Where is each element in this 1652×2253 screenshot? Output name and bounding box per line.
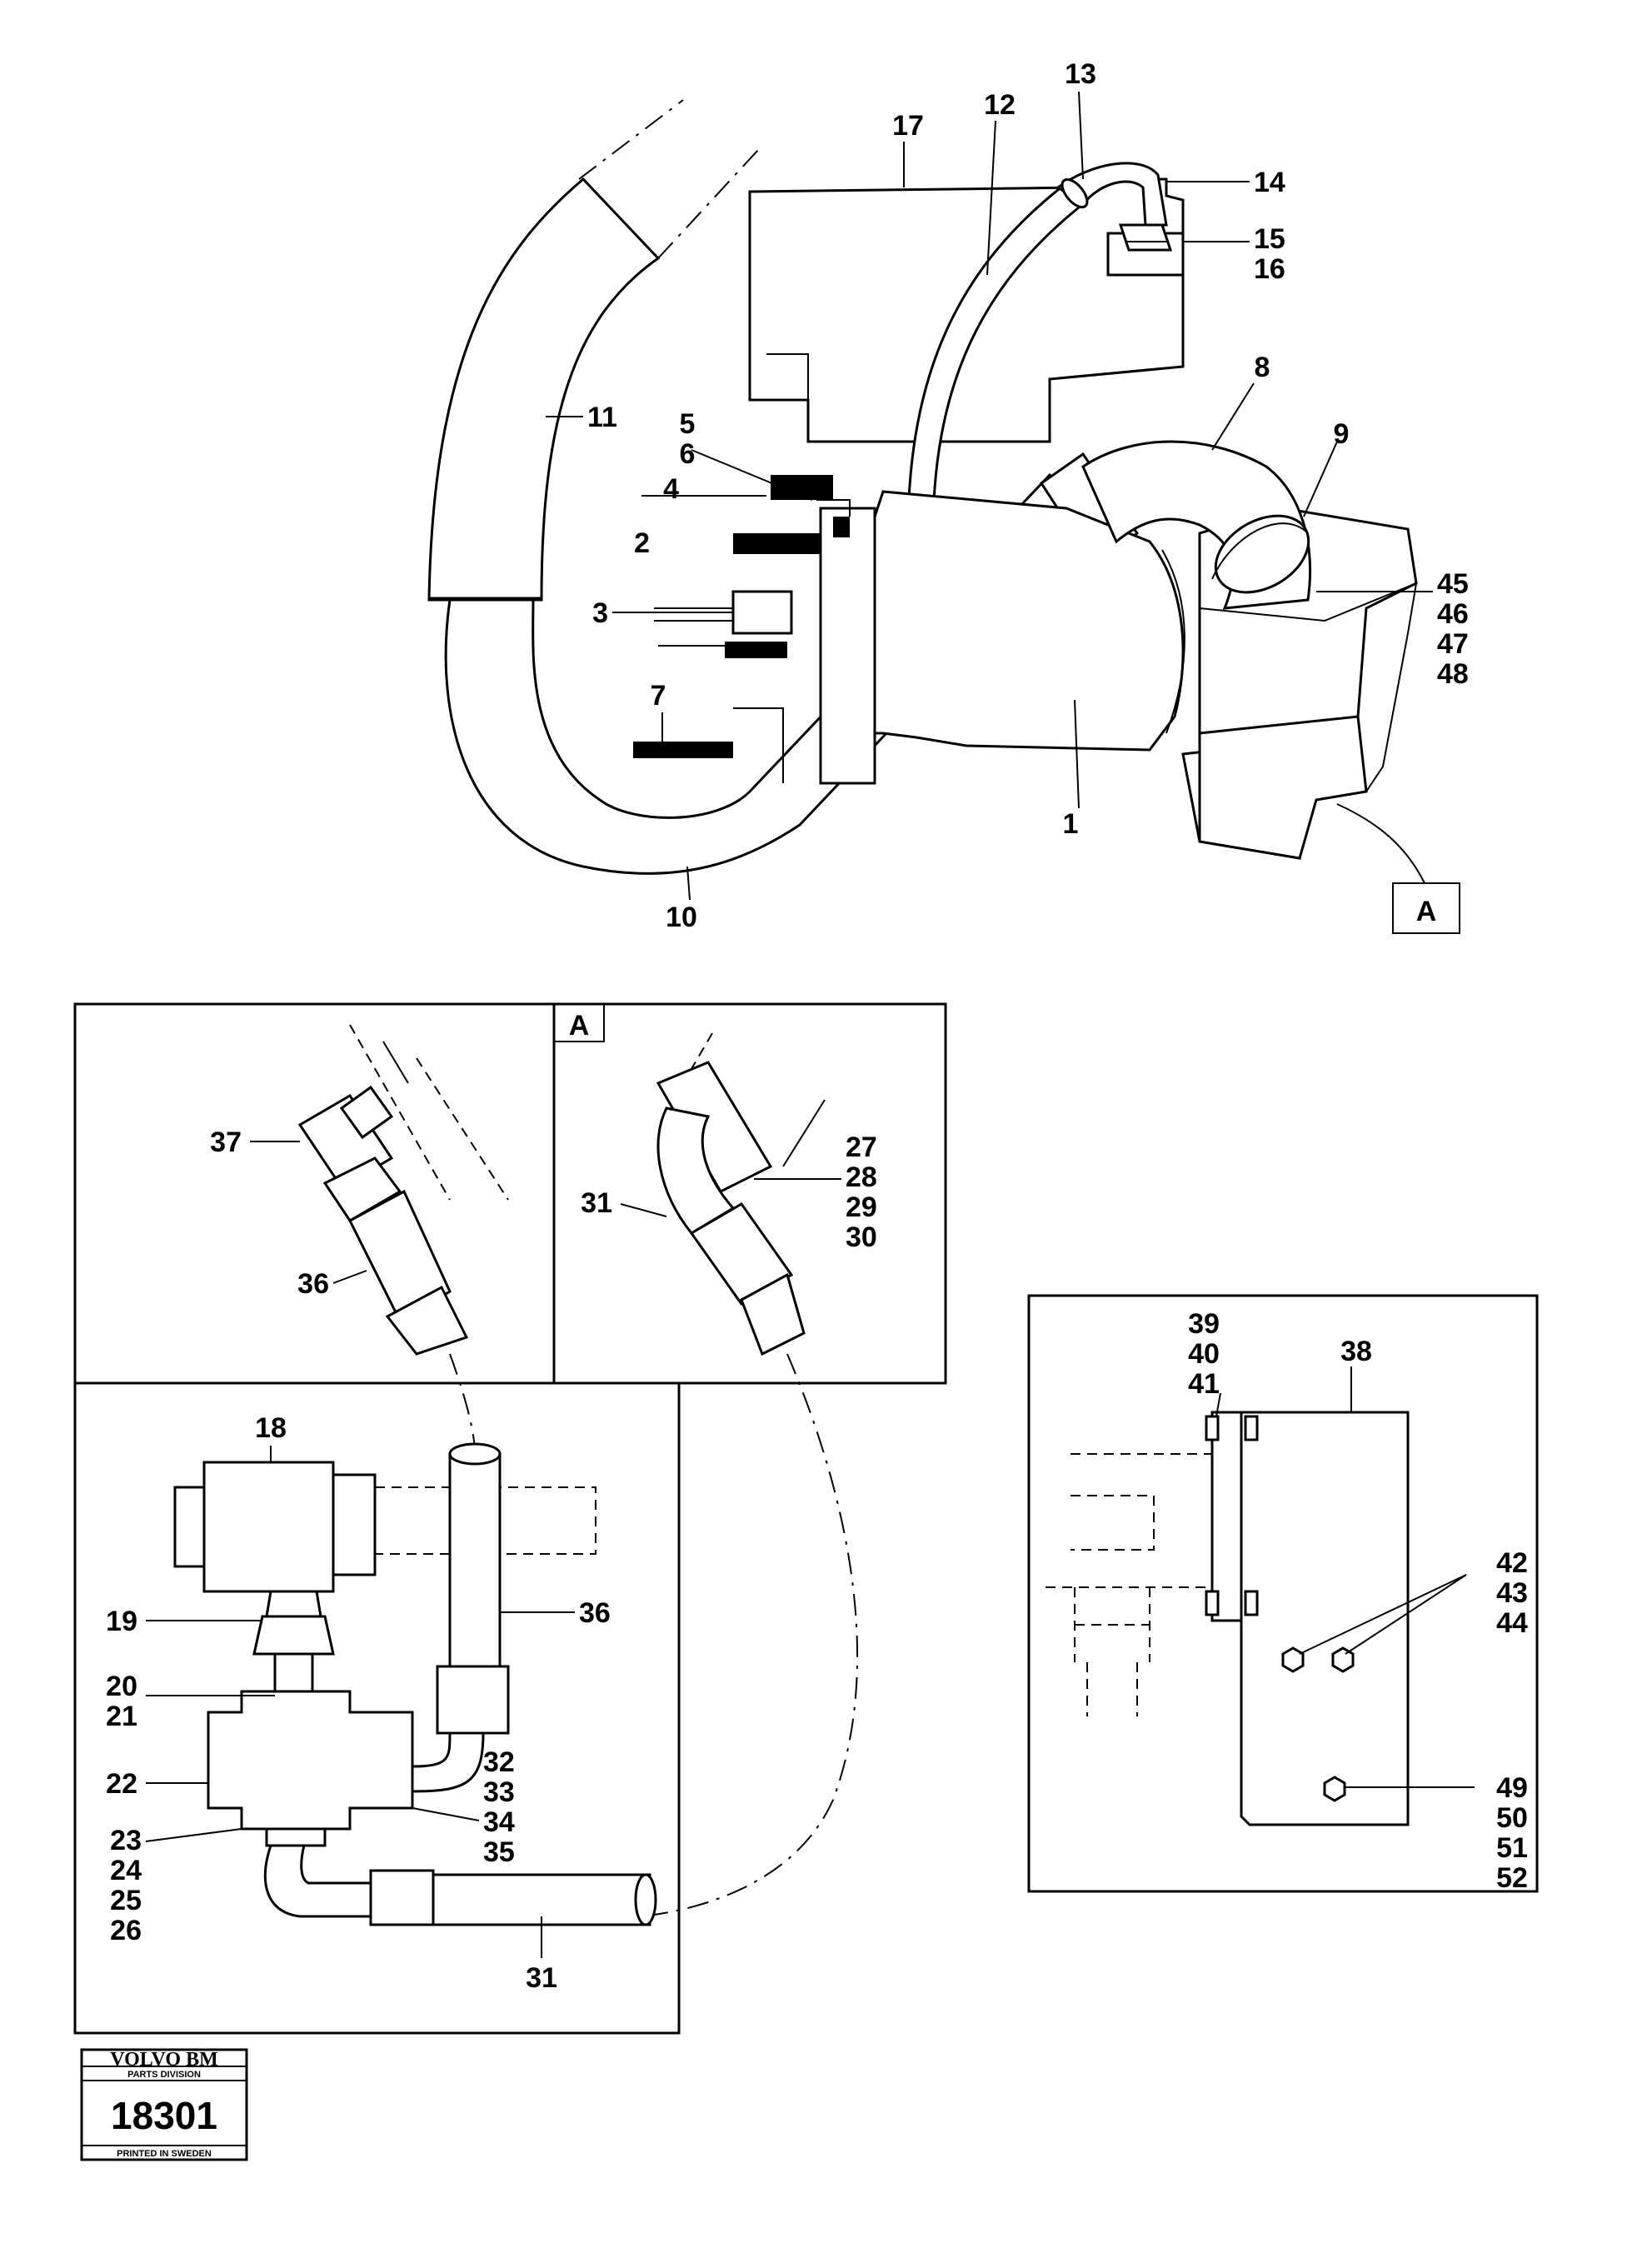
callout-19: 19 (106, 1606, 137, 1637)
callout-6: 6 (680, 438, 696, 470)
stamp-division: PARTS DIVISION (127, 2070, 201, 2080)
callout-36a: 36 (297, 1268, 329, 1300)
callout-13: 13 (1065, 58, 1096, 90)
callout-32: 32 (483, 1746, 515, 1778)
callout-48: 48 (1437, 658, 1469, 690)
callout-46: 46 (1437, 598, 1469, 630)
callout-33: 33 (483, 1776, 515, 1808)
callout-44: 44 (1496, 1607, 1528, 1639)
callout-10: 10 (666, 902, 697, 933)
callout-2: 2 (634, 527, 650, 559)
callout-25: 25 (110, 1885, 142, 1916)
callout-28: 28 (846, 1161, 877, 1193)
callout-49: 49 (1496, 1772, 1528, 1804)
callout-18: 18 (255, 1412, 287, 1444)
callout-43: 43 (1496, 1577, 1528, 1609)
callout-3: 3 (592, 597, 608, 629)
callout-16: 16 (1254, 253, 1285, 285)
callout-7: 7 (651, 680, 666, 712)
callout-17: 17 (892, 110, 924, 142)
callout-14: 14 (1254, 167, 1285, 198)
callout-23: 23 (110, 1825, 142, 1856)
callout-34: 34 (483, 1806, 515, 1838)
callout-21: 21 (106, 1701, 137, 1732)
callout-52: 52 (1496, 1862, 1528, 1894)
callout-30: 30 (846, 1221, 877, 1253)
detail-ref-main: A (1416, 896, 1437, 927)
volvo-parts-stamp: VOLVO BM PARTS DIVISION 18301 PRINTED IN… (80, 2048, 248, 2161)
callout-11: 11 (587, 402, 617, 433)
detail-ref-inset: A (569, 1010, 590, 1042)
callout-26: 26 (110, 1915, 142, 1946)
callout-24: 24 (110, 1855, 142, 1886)
callout-4: 4 (663, 473, 679, 505)
callout-38: 38 (1340, 1336, 1372, 1367)
callout-42: 42 (1496, 1547, 1528, 1579)
callout-5: 5 (680, 408, 696, 440)
callout-12: 12 (984, 89, 1016, 121)
stamp-printed: PRINTED IN SWEDEN (117, 2149, 212, 2159)
callout-31a: 31 (581, 1187, 612, 1219)
callout-50: 50 (1496, 1802, 1528, 1834)
callout-8: 8 (1255, 352, 1270, 383)
bracket-panel: 39 40 41 38 42 43 44 49 50 51 52 (1027, 1294, 1539, 1894)
stamp-brand: VOLVO BM (110, 2049, 218, 2071)
callout-37: 37 (210, 1126, 242, 1158)
callout-1: 1 (1063, 808, 1079, 840)
callout-41: 41 (1188, 1368, 1220, 1400)
detail-panels: A 37 36 31 27 28 29 30 (73, 1002, 947, 2035)
callout-20: 20 (106, 1671, 137, 1702)
callout-51: 51 (1496, 1832, 1528, 1864)
callout-39: 39 (1188, 1308, 1220, 1340)
callout-29: 29 (846, 1191, 877, 1223)
callout-15: 15 (1254, 223, 1285, 255)
callout-27: 27 (846, 1131, 877, 1163)
callout-22: 22 (106, 1768, 137, 1800)
callout-36b: 36 (579, 1597, 611, 1629)
callout-9: 9 (1334, 418, 1350, 450)
callout-40: 40 (1188, 1338, 1220, 1370)
stamp-number: 18301 (111, 2094, 217, 2137)
callout-45: 45 (1437, 568, 1469, 600)
main-assembly: A 1 2 3 4 5 6 7 8 9 10 (427, 58, 1469, 934)
callout-31b: 31 (526, 1962, 557, 1994)
callout-35: 35 (483, 1836, 515, 1868)
callout-47: 47 (1437, 628, 1469, 660)
